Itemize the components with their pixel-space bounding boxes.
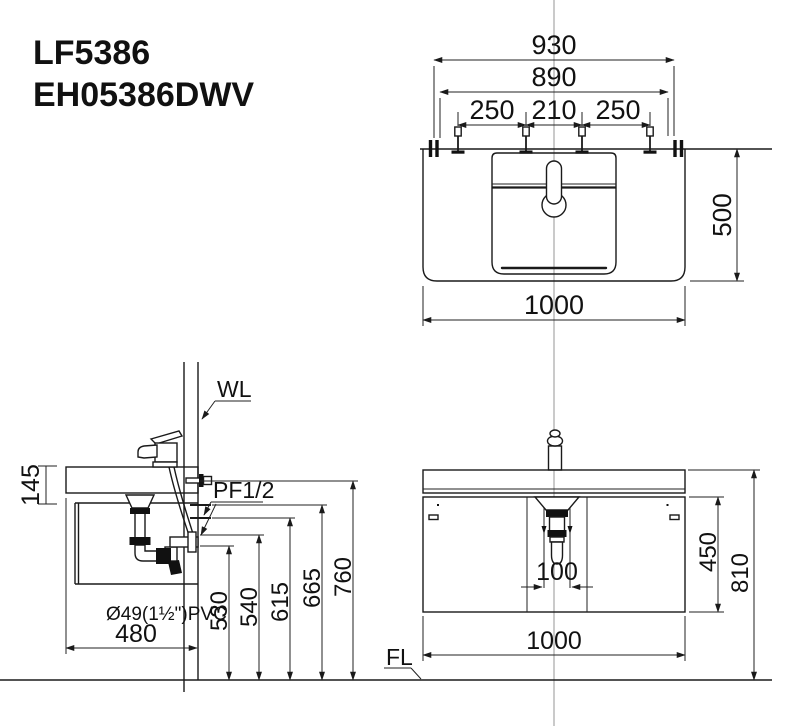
side-extension-lines [65, 480, 358, 654]
title-block: LF5386 EH05386DWV [33, 34, 254, 114]
faucet-front [547, 445, 563, 471]
drain-pipe-front [548, 516, 566, 533]
dim-250-right-label: 250 [595, 95, 640, 125]
top-view: 930 890 250 210 250 1000 500 [420, 30, 772, 326]
dim-810-label: 810 [727, 553, 754, 593]
dim-480-label: 480 [115, 620, 157, 648]
dim-665-label: 665 [299, 568, 326, 608]
bracket-bars [428, 140, 684, 157]
dim-line-145 [38, 465, 57, 505]
trap-nut [156, 548, 171, 564]
faucet-body-side [154, 442, 178, 463]
supply-hoses-front [543, 497, 571, 588]
counter-front [422, 469, 686, 494]
faucet-lever-side [149, 430, 184, 445]
dim-250-left-label: 250 [469, 95, 514, 125]
dim-890-label: 890 [531, 62, 576, 92]
faucet-spout-plan [545, 160, 563, 205]
counter-side [65, 466, 199, 494]
drain-funnel-side [124, 494, 156, 509]
wl-leader [201, 400, 216, 420]
door-handle-left [428, 514, 439, 521]
pf-leader [203, 501, 212, 516]
dim-210-label: 210 [531, 95, 576, 125]
dim-500-label: 500 [707, 193, 737, 236]
dim-615-label: 615 [267, 582, 294, 622]
front-view: 100 450 810 1000 FL [0, 429, 772, 681]
basin-plan [491, 152, 617, 275]
drain-wall-pipe [169, 536, 199, 548]
faucet-spout-side [137, 444, 158, 459]
drain-tube-front [550, 541, 564, 565]
drain-pipe-spec-label: Ø49(1½")PVC [106, 604, 227, 625]
countertop-plan [422, 149, 686, 282]
floor-line-label: FL [386, 644, 413, 670]
front-extension-lines [422, 469, 760, 661]
dim-450-label: 450 [695, 532, 722, 572]
cabinet-side [74, 502, 198, 585]
door-dividers [526, 497, 588, 612]
fl-leader [384, 667, 422, 680]
wall-line-label: WL [217, 376, 252, 402]
dim-760-label: 760 [330, 557, 357, 597]
dim-540-label: 540 [236, 587, 263, 627]
dim-1000-front-label: 1000 [526, 627, 582, 655]
door-handle-right [669, 514, 680, 521]
drain-funnel-front [533, 496, 581, 511]
dim-1000-top-label: 1000 [524, 290, 584, 320]
wall-flange [187, 531, 197, 553]
dim-100-label: 100 [536, 558, 578, 586]
drain-stub [168, 560, 182, 575]
top-extension-lines [422, 66, 744, 326]
faucet-base-side [152, 461, 178, 468]
pf-leader [200, 503, 217, 536]
side-view: WL PF1/2 Ø49(1½")PVC 145 480 760 665 615… [17, 362, 358, 692]
supply-stubs [190, 504, 211, 519]
dim-930-label: 930 [531, 30, 576, 60]
model-number-1: LF5386 [33, 34, 150, 72]
dim-145-label: 145 [17, 464, 45, 506]
dim-530-label: 530 [206, 591, 233, 631]
model-number-2: EH05386DWV [33, 76, 254, 114]
trap-nut [129, 537, 151, 545]
